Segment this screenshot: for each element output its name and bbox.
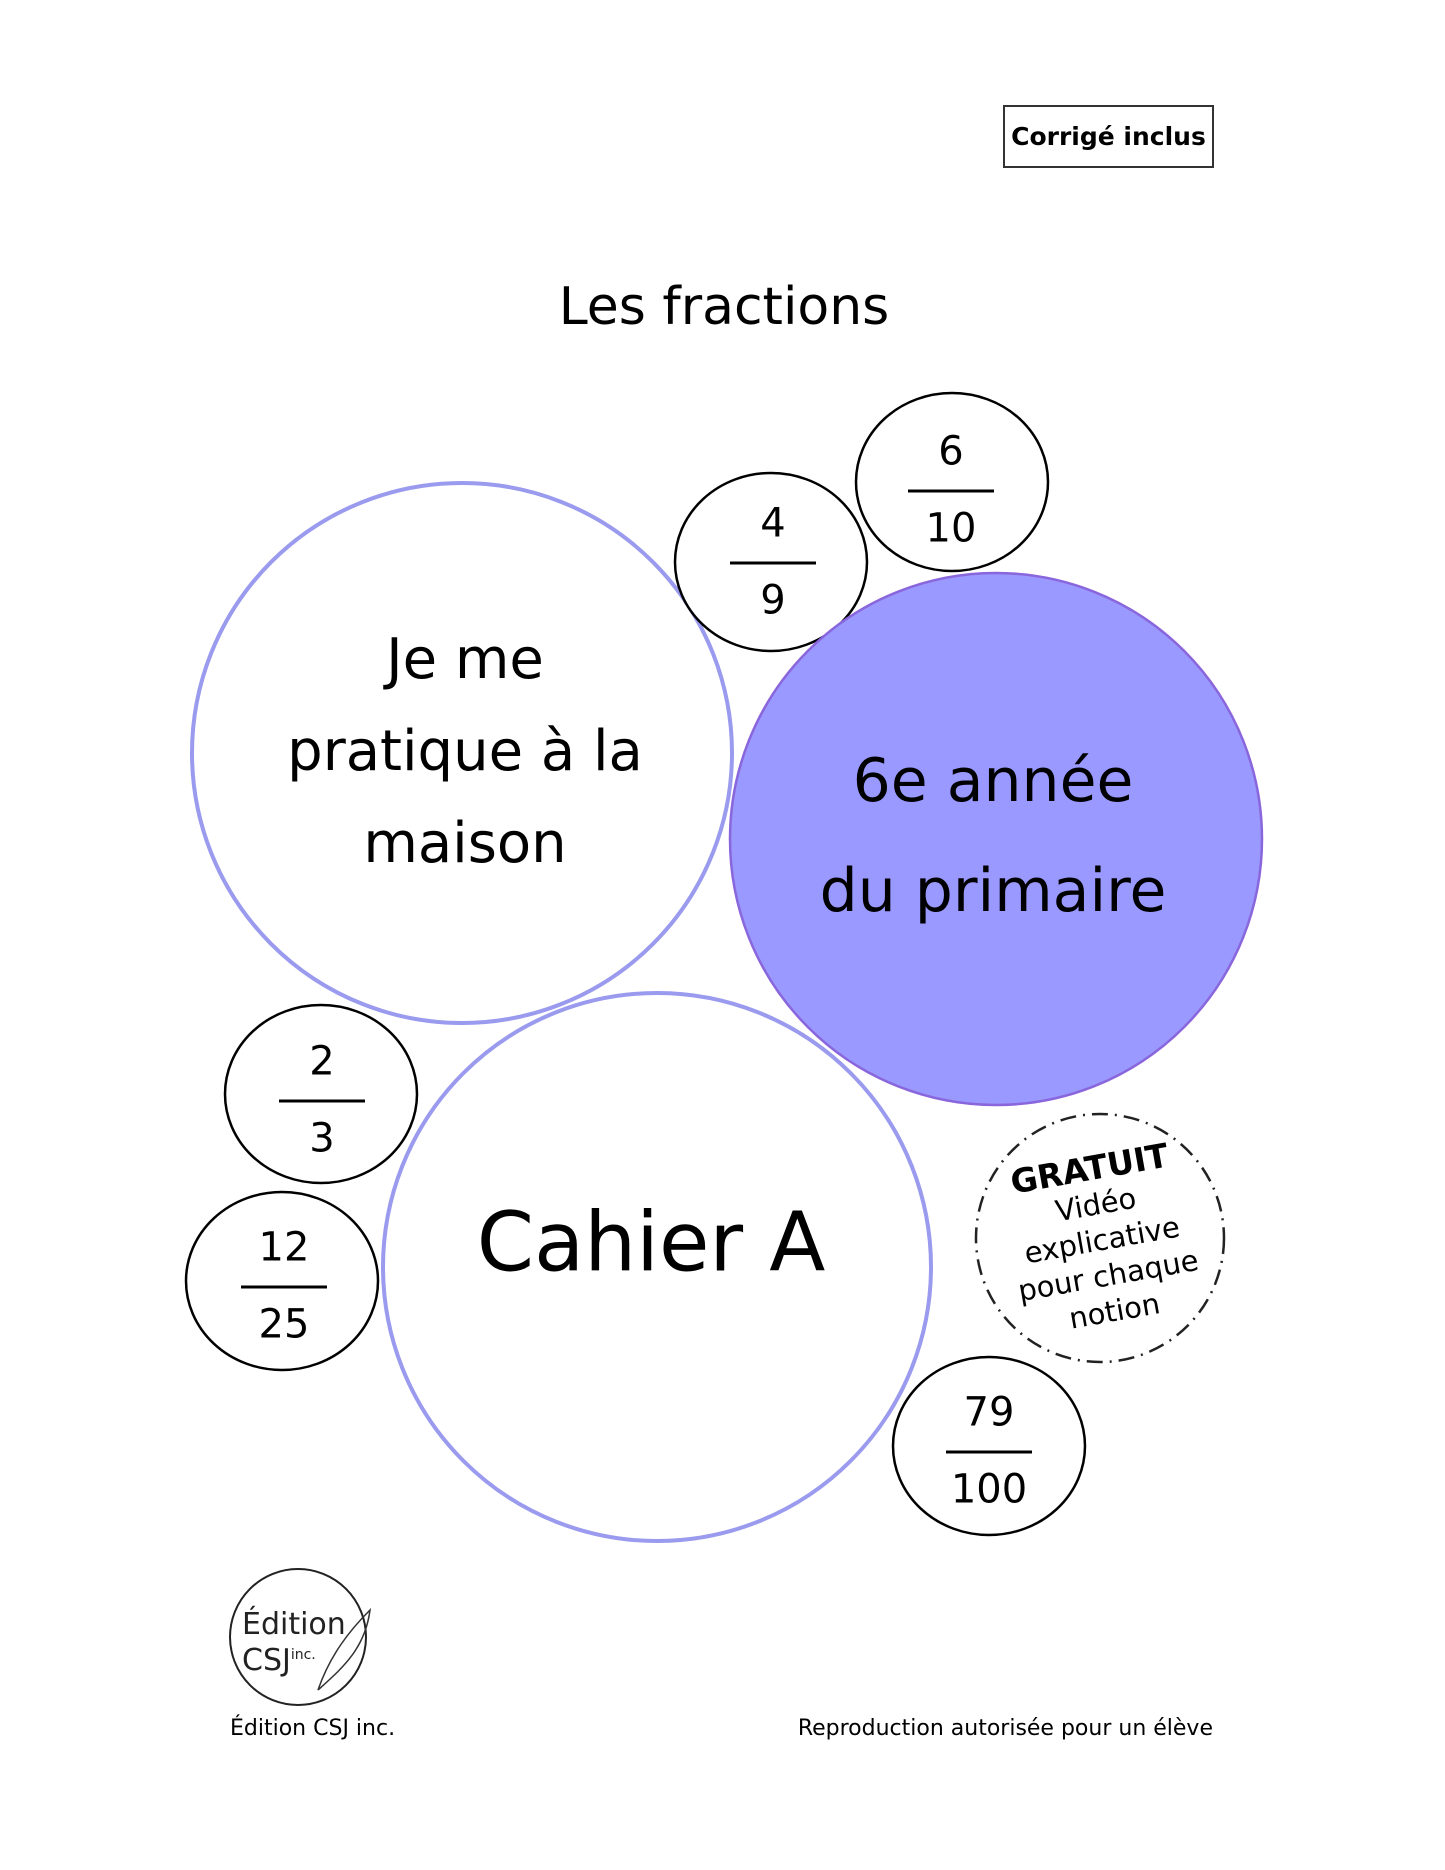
logo-line1: Édition — [242, 1607, 346, 1642]
fraction-bar — [241, 1285, 327, 1289]
logo-line2: CSJinc. — [242, 1640, 346, 1676]
denominator: 3 — [309, 1115, 335, 1162]
numerator: 6 — [938, 428, 964, 475]
denominator: 10 — [925, 505, 977, 552]
grade-text: 6e année du primaire — [820, 726, 1167, 946]
numerator: 2 — [309, 1038, 335, 1085]
answer-key-badge: Corrigé inclus — [1003, 105, 1214, 168]
publisher-logo: Édition CSJinc. — [242, 1610, 346, 1676]
practice-line: pratique à la — [287, 719, 643, 784]
practice-circle — [190, 481, 734, 1025]
numerator: 4 — [760, 500, 786, 547]
fraction-circle-6-10 — [854, 391, 1050, 573]
fraction-circle-12-25 — [184, 1190, 380, 1372]
fraction-bar — [279, 1099, 365, 1103]
denominator: 100 — [950, 1466, 1028, 1513]
denominator: 25 — [258, 1301, 310, 1348]
numerator: 79 — [963, 1389, 1015, 1436]
free-video-stamp: GRATUIT Vidéo explicative pour chaque no… — [997, 1136, 1208, 1345]
footer-reproduction: Reproduction autorisée pour un élève — [797, 1716, 1213, 1741]
fraction-circle-79-100 — [891, 1355, 1087, 1537]
grade-line: 6e année — [852, 746, 1134, 816]
fraction-bar — [908, 489, 994, 493]
fraction-bar — [946, 1450, 1032, 1454]
grade-circle — [728, 571, 1264, 1107]
book-title: Cahier A — [476, 1195, 826, 1291]
book-circle — [381, 991, 933, 1543]
denominator: 9 — [760, 577, 786, 624]
page-title: Les fractions — [558, 277, 890, 337]
grade-line: du primaire — [819, 856, 1167, 926]
stamp-border — [974, 1112, 1226, 1364]
footer-publisher: Édition CSJ inc. — [230, 1716, 396, 1741]
practice-line: maison — [363, 811, 567, 876]
practice-text: Je me pratique à la maison — [287, 614, 643, 890]
logo-circle — [229, 1568, 367, 1706]
feather-icon — [317, 1607, 372, 1691]
numerator: 12 — [258, 1224, 310, 1271]
logo-csj: CSJ — [242, 1643, 291, 1678]
logo-suffix: inc. — [290, 1647, 316, 1663]
fraction-bar — [730, 561, 816, 565]
practice-line: Je me — [386, 627, 544, 692]
fraction-circle-2-3 — [223, 1003, 419, 1185]
